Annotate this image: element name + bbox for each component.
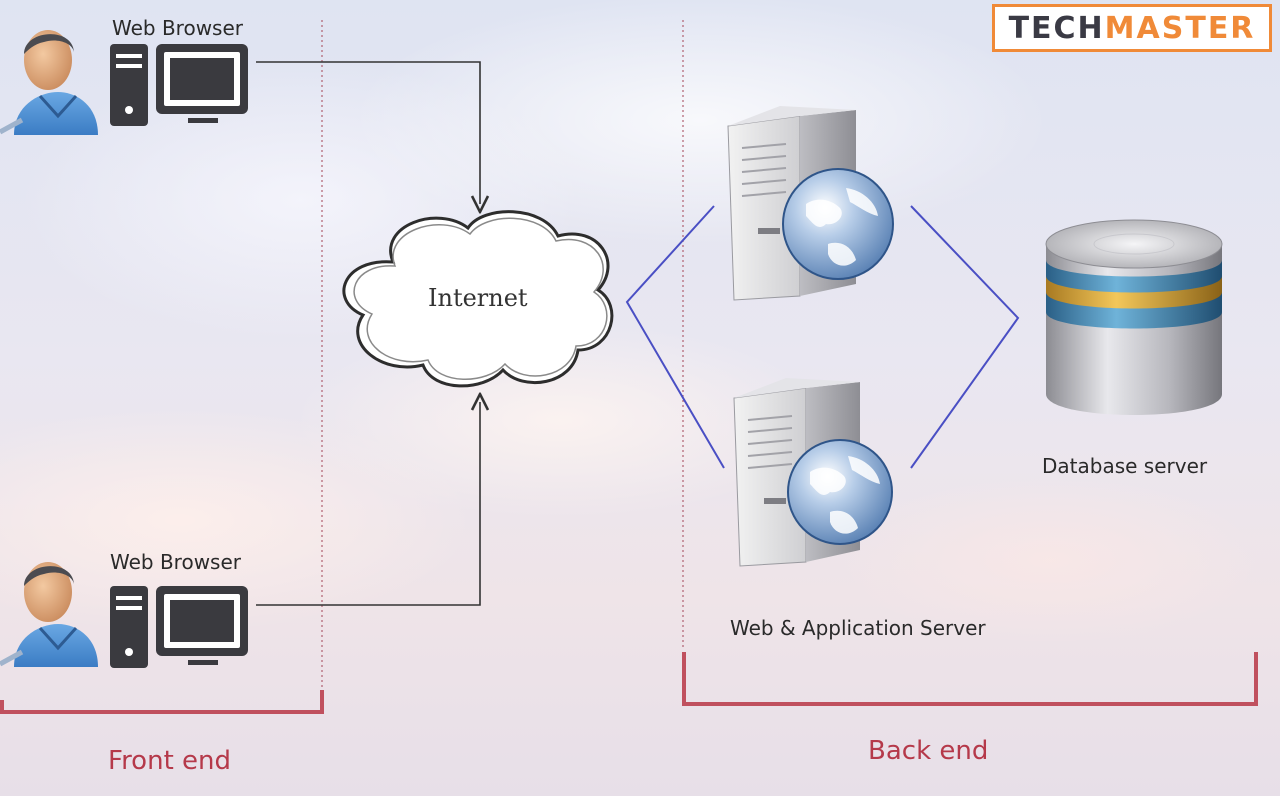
web-browser-label-top: Web Browser — [112, 16, 244, 40]
desktop-computer-icon — [110, 586, 248, 668]
desktop-computer-icon — [110, 44, 248, 126]
back-end-bracket — [682, 652, 1258, 706]
arrow-bottom-browser-to-internet — [256, 402, 480, 606]
front-end-label: Front end — [108, 746, 232, 776]
network-links — [625, 205, 1020, 469]
back-end-label: Back end — [868, 736, 989, 766]
web-application-server-label: Web & Application Server — [730, 616, 986, 640]
arrow-top-browser-to-internet — [256, 61, 480, 204]
user-icon — [0, 30, 98, 135]
logo-part-master: MASTER — [1104, 10, 1256, 46]
front-end-bracket — [0, 690, 324, 714]
user-icon — [0, 562, 98, 667]
web-browser-label-bottom: Web Browser — [110, 550, 242, 574]
logo-part-tech: TECH — [1008, 10, 1105, 46]
database-server-label: Database server — [1042, 454, 1208, 478]
database-icon — [1045, 219, 1223, 415]
cloud-icon — [342, 210, 614, 388]
server-globe-icon — [727, 106, 894, 301]
internet-label: Internet — [428, 284, 528, 312]
server-globe-icon — [733, 378, 893, 567]
